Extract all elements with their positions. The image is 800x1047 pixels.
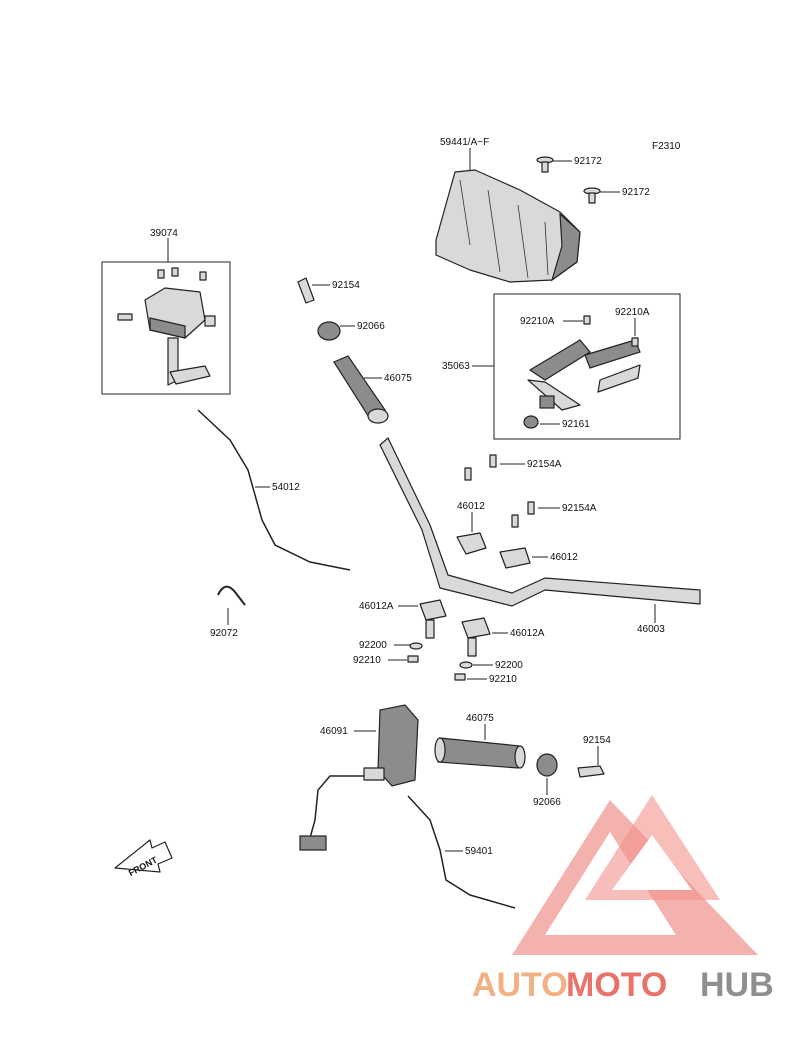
cable-54012 (197, 409, 351, 571)
label-46003: 46003 (637, 624, 665, 635)
label-46091: 46091 (320, 726, 348, 737)
label-92154-top: 92154 (332, 280, 360, 291)
label-35063: 35063 (442, 361, 470, 372)
watermark-text-hub: HUB (700, 966, 774, 1004)
watermark-text-moto: MOTO (566, 966, 667, 1004)
label-46075-top: 46075 (384, 373, 412, 384)
label-46075-bottom: 46075 (466, 713, 494, 724)
washer-92200-left (409, 642, 423, 650)
label-46012A-left: 46012A (359, 601, 394, 612)
bolt-92172-a (536, 156, 554, 173)
label-92161: 92161 (562, 419, 590, 430)
label-59401: 59401 (465, 846, 493, 857)
watermark-text: AUTO MOTO HUB (472, 966, 774, 1004)
label-92172-b: 92172 (622, 187, 650, 198)
cable-59401 (407, 795, 516, 909)
holder-46012-right (499, 547, 531, 569)
grip-46075-bottom (434, 737, 526, 769)
label-92210-left: 92210 (353, 655, 381, 666)
holder-46012A-right (461, 617, 491, 657)
nut-92161 (523, 415, 539, 429)
label-39074: 39074 (150, 228, 178, 239)
label-46012-left: 46012 (457, 501, 485, 512)
label-92066-bottom: 92066 (533, 797, 561, 808)
connector (299, 835, 327, 851)
bolts-92154A-mid (511, 501, 535, 528)
bolt-92210-right (454, 673, 466, 681)
label-92154A-top: 92154A (527, 459, 562, 470)
holder-46012-left (456, 532, 487, 555)
windshield-part (435, 169, 581, 283)
master-cylinder-box (101, 261, 231, 395)
label-92210A-right: 92210A (615, 307, 650, 318)
weight-92066-bottom (536, 753, 558, 777)
weight-92066-top (317, 321, 341, 341)
label-92172-a: 92172 (574, 156, 602, 167)
bolt-92210-left (407, 655, 419, 663)
bolt-92154-top (297, 277, 315, 304)
label-92210-right: 92210 (489, 674, 517, 685)
grip-46075-top (333, 355, 389, 424)
label-92154-bottom: 92154 (583, 735, 611, 746)
holder-46012A-left (419, 599, 447, 639)
front-arrow-icon: FRONT (114, 839, 173, 878)
band-92072 (217, 585, 246, 606)
watermark-logo (512, 795, 758, 955)
label-92154A-mid: 92154A (562, 503, 597, 514)
bolt-92154-bottom (577, 765, 605, 778)
label-92066-top: 92066 (357, 321, 385, 332)
figure-code: F2310 (652, 141, 681, 152)
handlebar-46003 (379, 437, 701, 607)
label-92200-right: 92200 (495, 660, 523, 671)
bolts-92154A-top (464, 454, 497, 481)
label-46012A-right: 46012A (510, 628, 545, 639)
label-59441: 59441/A~F (440, 137, 489, 148)
watermark-text-auto: AUTO (472, 966, 568, 1004)
label-54012: 54012 (272, 482, 300, 493)
washer-92200-right (459, 661, 473, 669)
label-92210A-left: 92210A (520, 316, 555, 327)
master-cylinder-part (117, 267, 216, 386)
bracket-35063-part (527, 339, 641, 411)
label-46012-right: 46012 (550, 552, 578, 563)
label-92072: 92072 (210, 628, 238, 639)
switch-harness (309, 775, 364, 839)
switch-46091 (363, 704, 419, 787)
bolt-92172-b (583, 187, 601, 204)
label-92200-left: 92200 (359, 640, 387, 651)
